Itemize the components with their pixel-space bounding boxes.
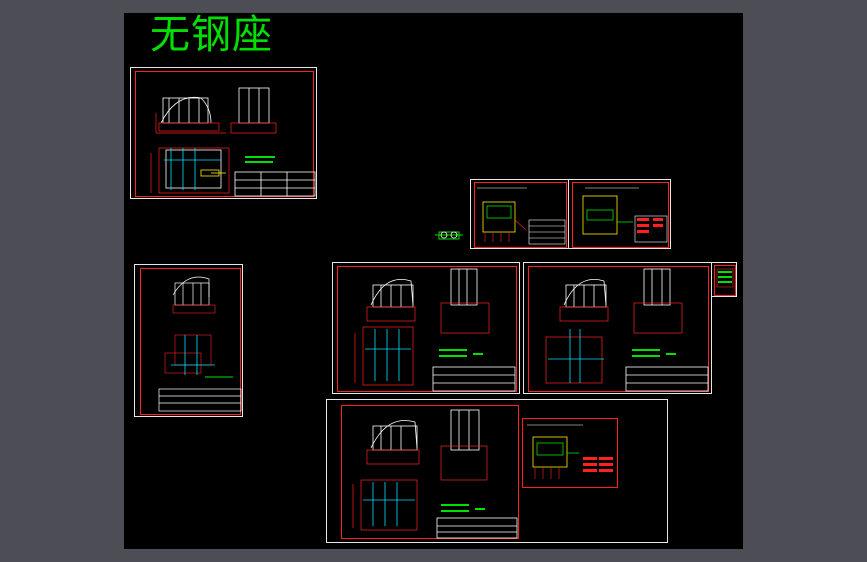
assembly-drawing [545,268,709,392]
drawing-sheet[interactable] [568,179,671,249]
sheet-frame [714,265,736,296]
sheet-frame [337,266,517,392]
sheet-frame [528,266,709,392]
detail-drawing [716,268,734,288]
drawing-sheet[interactable] [470,179,569,249]
section-drawing [477,187,566,245]
cad-model-space[interactable]: 无钢座 [124,13,743,549]
drawing-sheet[interactable] [130,67,317,199]
drawing-sheet[interactable] [332,262,520,394]
small-part-icon[interactable] [435,228,465,244]
assembly-drawing [354,268,516,392]
drawing-sheet[interactable] [326,399,668,543]
assembly-drawing [352,409,518,539]
drawing-title: 无钢座 [150,13,273,58]
sub-sheet-frame[interactable] [522,418,618,488]
sheet-frame [341,405,519,539]
sheet-frame [572,182,669,248]
section-drawing [582,187,668,243]
sheet-frame [474,182,567,248]
section-drawing [527,424,613,479]
assembly-drawing [150,87,316,197]
sheet-frame [135,71,314,197]
drawing-sheet[interactable] [134,264,243,417]
drawing-sheet[interactable] [523,262,712,394]
drawing-sheet[interactable] [711,262,737,297]
assembly-drawing [158,276,242,412]
sheet-frame [140,268,241,415]
